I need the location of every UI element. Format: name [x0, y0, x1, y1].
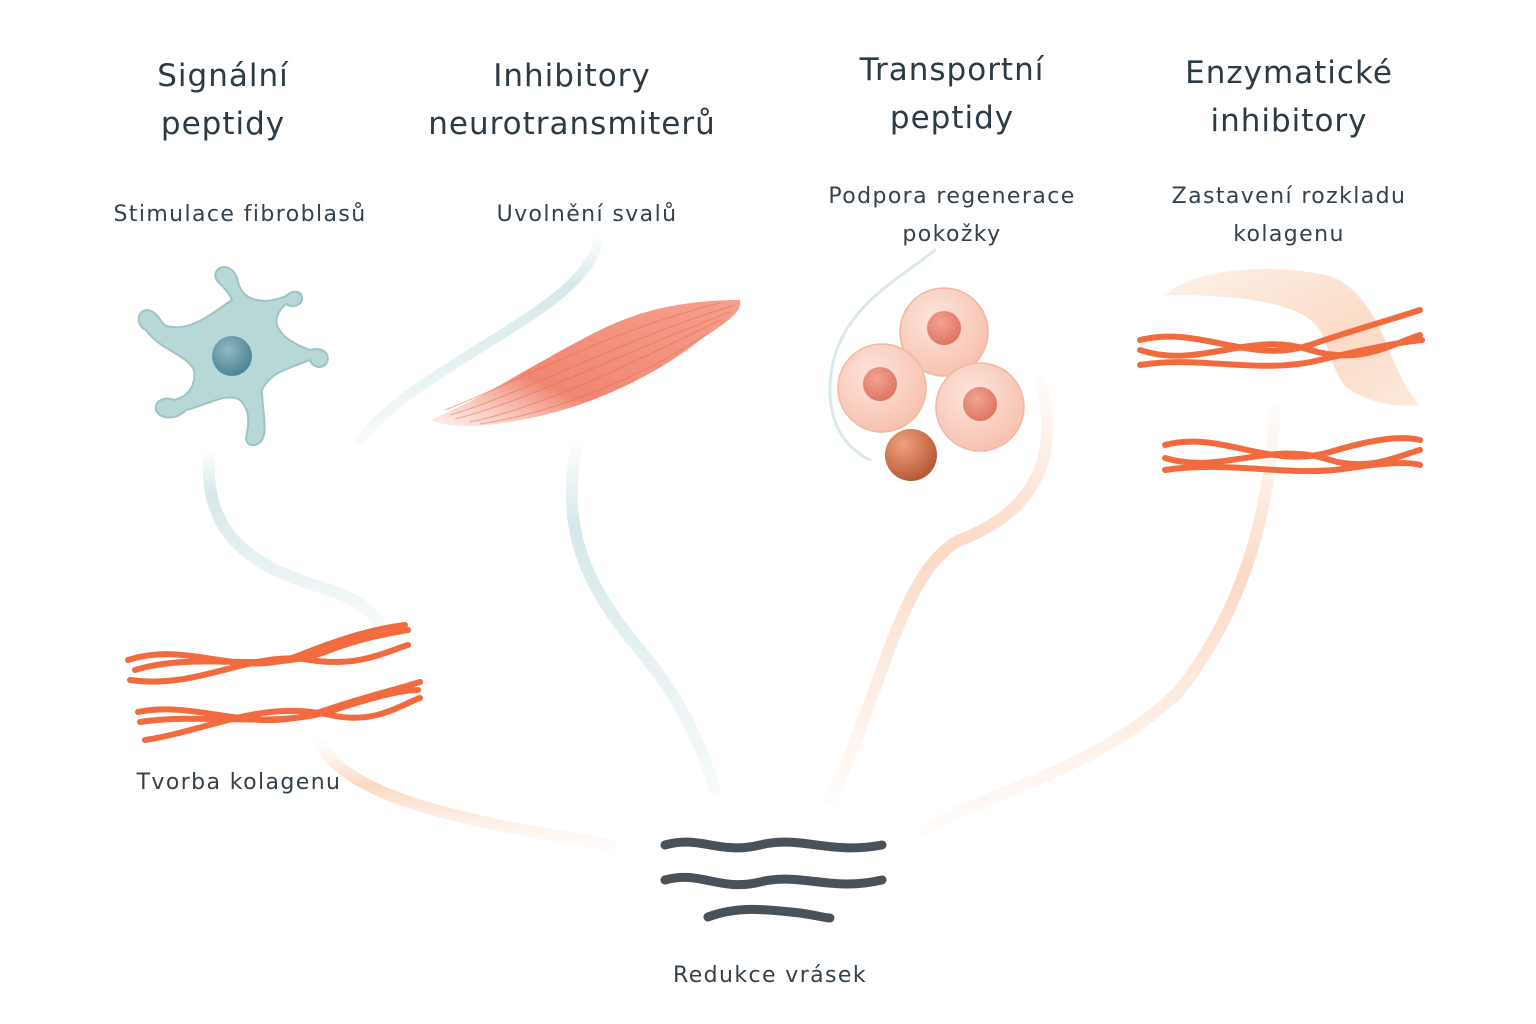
skin-cells-icon [837, 287, 1025, 481]
category-title-signal-peptides: Signální peptidy [157, 58, 289, 142]
connector-signal-to-collagen [202, 444, 386, 631]
connector-label-to-cells [828, 248, 937, 462]
category-title-transport-peptides: Transportní peptidy [859, 52, 1045, 136]
muscle-fiber-icon [430, 300, 741, 426]
wrinkles-icon [660, 837, 887, 923]
collagen-shield-icon [1137, 269, 1425, 475]
effect-label-skin-regeneration: Podpora regenerace pokožky [828, 184, 1076, 247]
effect-label-muscle-relaxation: Uvolnění svalů [496, 202, 678, 227]
effect-label-collagen-breakdown-stop: Zastavení rozkladu kolagenu [1171, 184, 1407, 247]
category-title-neurotransmitter-inhibitors: Inhibitory neurotransmiterů [428, 58, 716, 142]
category-title-enzymatic-inhibitors: Enzymatické inhibitory [1185, 55, 1393, 139]
result-label-wrinkle-reduction: Redukce vrásek [673, 963, 867, 988]
connectors [202, 230, 1281, 851]
connector-enzyme-to-result [919, 404, 1281, 836]
outcome-label-collagen-formation: Tvorba kolagenu [136, 770, 342, 795]
connector-label-to-muscle [355, 230, 605, 445]
effect-label-fibroblast-stimulation: Stimulace fibroblasů [113, 202, 367, 227]
fibroblast-cell-icon [137, 266, 329, 446]
connector-cells-to-result [824, 374, 1054, 806]
connector-collagen-to-result [314, 739, 616, 851]
connector-muscle-to-result [565, 434, 721, 796]
collagen-fibers-icon [125, 622, 423, 743]
